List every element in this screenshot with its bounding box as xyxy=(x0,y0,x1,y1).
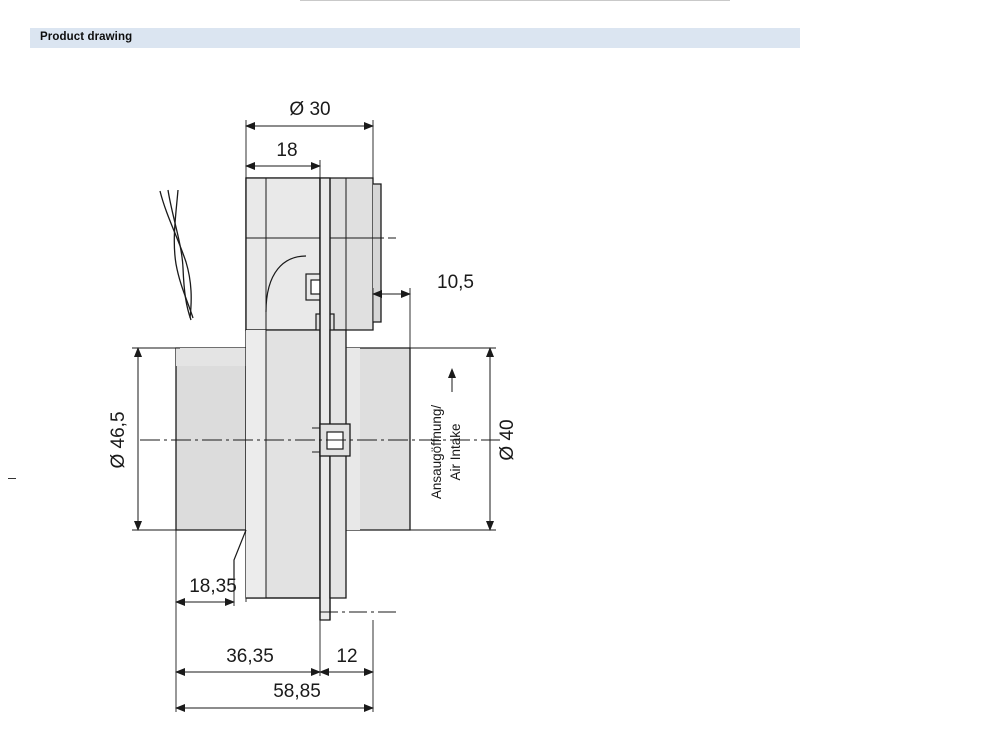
label-intake-en: Air Intake xyxy=(448,423,463,480)
page-title: Product drawing xyxy=(40,31,133,43)
dim-dia40: Ø 40 xyxy=(497,419,518,460)
air-intake-arrow xyxy=(448,368,456,392)
label-intake-de: Ansaugöffnung/ xyxy=(429,405,444,500)
drawing-geometry xyxy=(132,120,500,712)
mounting-plate xyxy=(319,177,331,621)
dim-dia30: Ø 30 xyxy=(289,99,330,120)
dimension-labels: Ø 30 18 10,5 Ø 46,5 Ø 40 18,35 36,35 12 … xyxy=(108,99,518,702)
dim-58-85: 58,85 xyxy=(273,681,321,702)
dim-10-5: 10,5 xyxy=(437,272,474,293)
cable-leads xyxy=(159,189,194,321)
upper-right-step xyxy=(373,183,382,323)
top-divider xyxy=(300,0,730,1)
left-margin-tick xyxy=(8,478,16,479)
dim-12: 12 xyxy=(336,646,357,667)
dim-18: 18 xyxy=(276,140,297,161)
left-flange xyxy=(175,347,247,531)
annotation-labels: Ansaugöffnung/ Air Intake xyxy=(429,405,463,500)
section-header-bar: Product drawing xyxy=(30,28,800,48)
dim-36-35: 36,35 xyxy=(226,646,274,667)
dim-18-35: 18,35 xyxy=(189,576,237,597)
dim-dia46-5: Ø 46,5 xyxy=(108,411,129,468)
upper-housing-inner xyxy=(245,177,321,331)
